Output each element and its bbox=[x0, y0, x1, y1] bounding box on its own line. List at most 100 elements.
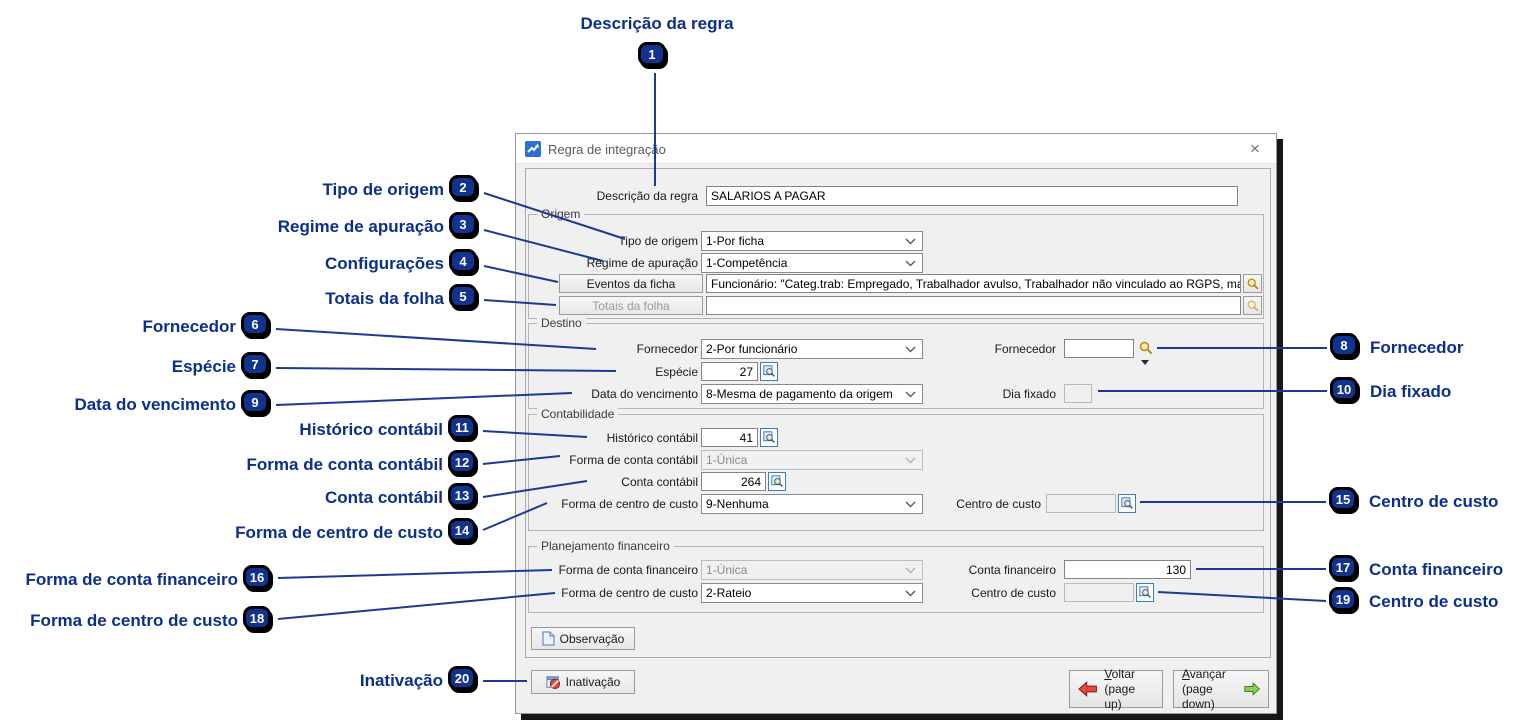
search-icon bbox=[762, 365, 775, 377]
fornecedor-forma-select[interactable]: 2-Por funcionário bbox=[701, 339, 923, 359]
conta-contabil-input[interactable]: 264 bbox=[701, 472, 766, 491]
callout-badge-12: 12 bbox=[448, 450, 476, 474]
contabilidade-legend: Contabilidade bbox=[537, 407, 619, 421]
historico-label: Histórico contábil bbox=[606, 431, 698, 445]
totais-folha-field[interactable] bbox=[706, 296, 1241, 315]
callout-badge-3: 3 bbox=[449, 212, 477, 236]
callout-badge-8: 8 bbox=[1330, 333, 1358, 357]
chevron-down-icon bbox=[905, 260, 916, 266]
fornecedor-dest-label: Fornecedor bbox=[994, 342, 1056, 356]
centro-custo-contabil-search-button[interactable] bbox=[1118, 494, 1136, 513]
callout-label-20: Inativação bbox=[359, 671, 443, 690]
back-arrow-icon bbox=[1078, 681, 1097, 697]
callout-label-14: Forma de centro de custo bbox=[235, 523, 443, 542]
conta-financeiro-input[interactable]: 130 bbox=[1064, 560, 1191, 579]
callout-badge-17: 17 bbox=[1329, 555, 1357, 579]
fornecedor-dest-input[interactable] bbox=[1064, 339, 1134, 358]
observacao-button[interactable]: Observação bbox=[531, 627, 635, 650]
historico-input[interactable]: 41 bbox=[701, 428, 758, 447]
conta-contabil-label: Conta contábil bbox=[621, 475, 698, 489]
data-vencimento-select[interactable]: 8-Mesma de pagamento da origem bbox=[701, 384, 923, 404]
callout-badge-11: 11 bbox=[448, 415, 476, 439]
centro-custo-contabil-input[interactable] bbox=[1046, 494, 1116, 513]
fornecedor-forma-label: Fornecedor bbox=[636, 342, 698, 356]
origem-legend: Origem bbox=[537, 207, 585, 221]
avancar-sublabel: (page down) bbox=[1182, 681, 1215, 711]
totais-search-button[interactable] bbox=[1243, 296, 1262, 315]
historico-search-button[interactable] bbox=[760, 428, 778, 447]
voltar-text: Voltar (page up) bbox=[1104, 667, 1154, 712]
callout-label-12: Forma de conta contábil bbox=[246, 455, 443, 474]
forma-cc-fin-value: 2-Rateio bbox=[706, 586, 752, 600]
dia-fixado-input[interactable] bbox=[1064, 384, 1092, 403]
callout-badge-10: 10 bbox=[1330, 377, 1358, 401]
titlebar[interactable]: Regra de integração × bbox=[516, 134, 1276, 164]
regime-select[interactable]: 1-Competência bbox=[701, 253, 923, 273]
forma-conta-fin-value: 1-Única bbox=[706, 563, 748, 577]
callout-badge-4: 4 bbox=[449, 249, 477, 273]
dia-fixado-label: Dia fixado bbox=[1002, 387, 1056, 401]
callout-label-2: Tipo de origem bbox=[322, 180, 444, 199]
totais-folha-button[interactable]: Totais da folha bbox=[559, 296, 703, 315]
dialog-regra-integracao: Regra de integração × Descrição da regra… bbox=[515, 133, 1277, 714]
callout-line-18 bbox=[277, 592, 556, 620]
chevron-down-icon bbox=[905, 567, 916, 573]
observacao-label: Observação bbox=[559, 631, 625, 646]
search-icon bbox=[1138, 586, 1151, 598]
callout-badge-1: 1 bbox=[638, 42, 666, 66]
callout-label-11: Histórico contábil bbox=[299, 420, 443, 439]
forma-cc-fin-select[interactable]: 2-Rateio bbox=[701, 583, 923, 603]
app-icon bbox=[525, 141, 541, 157]
forma-conta-contabil-select[interactable]: 1-Única bbox=[701, 450, 923, 470]
forma-conta-fin-select[interactable]: 1-Única bbox=[701, 560, 923, 580]
forma-conta-contabil-label: Forma de conta contábil bbox=[569, 453, 698, 467]
regime-value: 1-Competência bbox=[706, 256, 788, 270]
centro-custo-fin-search-button[interactable] bbox=[1136, 583, 1154, 602]
destino-legend: Destino bbox=[537, 316, 586, 330]
planejamento-legend: Planejamento financeiro bbox=[537, 539, 674, 553]
callout-label-9: Data do vencimento bbox=[74, 395, 236, 414]
callout-label-3: Regime de apuração bbox=[277, 217, 444, 236]
eventos-ficha-field[interactable]: Funcionário: "Categ.trab: Empregado, Tra… bbox=[706, 274, 1241, 293]
destino-groupbox: Destino bbox=[528, 316, 1264, 409]
centro-custo-fin-input[interactable] bbox=[1064, 583, 1134, 602]
callout-label-5: Totais da folha bbox=[325, 289, 444, 308]
callout-badge-5: 5 bbox=[449, 284, 477, 308]
callout-badge-19: 19 bbox=[1329, 587, 1357, 611]
voltar-label: Voltar bbox=[1104, 666, 1136, 681]
callout-label-6: Fornecedor bbox=[142, 317, 236, 336]
forma-cc-contabil-value: 9-Nenhuma bbox=[706, 497, 769, 511]
tipo-origem-label: Tipo de origem bbox=[618, 234, 698, 248]
search-icon bbox=[1247, 278, 1259, 290]
tipo-origem-select[interactable]: 1-Por ficha bbox=[701, 231, 923, 251]
fornecedor-search-icon[interactable] bbox=[1138, 340, 1154, 356]
data-vencimento-value: 8-Mesma de pagamento da origem bbox=[706, 387, 893, 401]
eventos-search-button[interactable] bbox=[1243, 274, 1262, 293]
regime-label: Regime de apuração bbox=[586, 256, 698, 270]
callout-badge-14: 14 bbox=[448, 518, 476, 542]
close-icon[interactable]: × bbox=[1250, 139, 1260, 158]
callout-label-17: Conta financeiro bbox=[1369, 560, 1504, 579]
conta-contabil-search-button[interactable] bbox=[768, 472, 786, 491]
callout-badge-9: 9 bbox=[241, 390, 269, 414]
window-title: Regra de integração bbox=[548, 142, 666, 157]
descricao-label: Descrição da regra bbox=[596, 189, 698, 203]
voltar-sublabel: (page up) bbox=[1104, 681, 1136, 711]
especie-input[interactable]: 27 bbox=[701, 362, 758, 381]
chevron-down-icon bbox=[905, 590, 916, 596]
planejamento-groupbox: Planejamento financeiro bbox=[528, 539, 1264, 613]
avancar-button[interactable]: Avançar (page down) bbox=[1173, 667, 1269, 711]
data-vencimento-label: Data do vencimento bbox=[591, 387, 698, 401]
callout-badge-7: 7 bbox=[241, 352, 269, 376]
voltar-button[interactable]: Voltar (page up) bbox=[1069, 667, 1163, 711]
especie-search-button[interactable] bbox=[760, 362, 778, 381]
callout-badge-16: 16 bbox=[243, 565, 271, 589]
chevron-down-icon bbox=[905, 457, 916, 463]
fornecedor-dropdown-arrow-icon[interactable] bbox=[1141, 360, 1149, 365]
forma-cc-contabil-label: Forma de centro de custo bbox=[561, 497, 698, 511]
content-panel bbox=[525, 168, 1271, 658]
inativacao-button[interactable]: Inativação bbox=[531, 670, 635, 694]
forma-cc-contabil-select[interactable]: 9-Nenhuma bbox=[701, 494, 923, 514]
eventos-ficha-button[interactable]: Eventos da ficha bbox=[559, 274, 703, 293]
descricao-input[interactable]: SALARIOS A PAGAR bbox=[706, 186, 1238, 206]
